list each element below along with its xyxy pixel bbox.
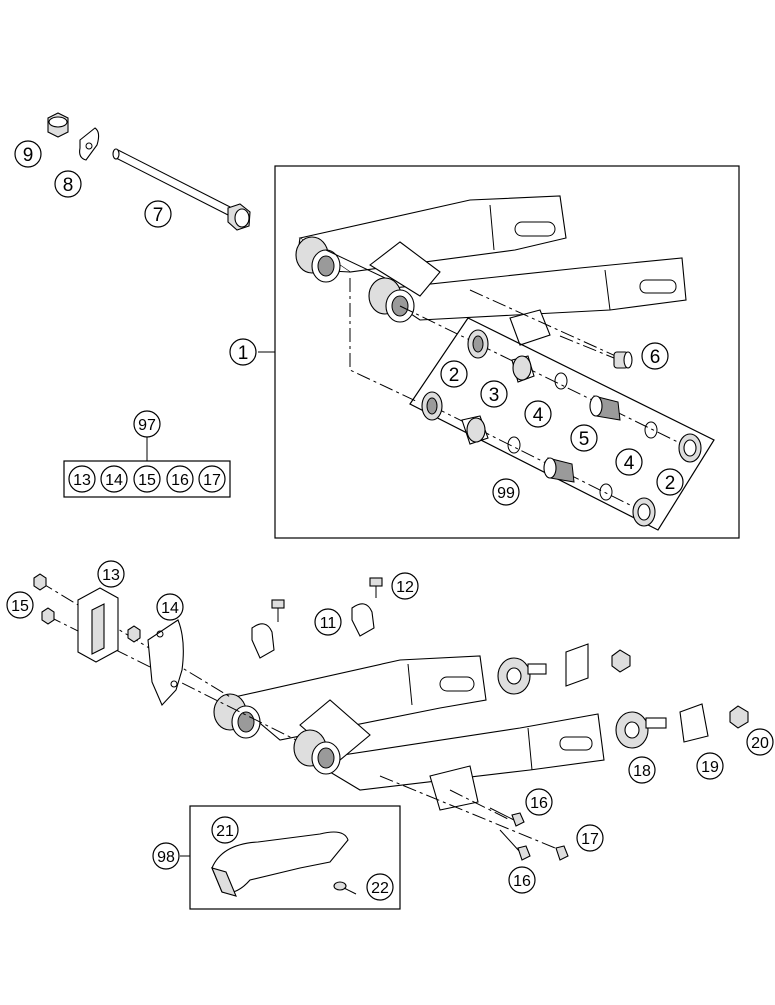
callout-5: 5 <box>570 424 598 452</box>
bolt-part-16-17 <box>489 807 569 861</box>
callout-14: 14 <box>156 593 184 621</box>
svg-text:13: 13 <box>73 472 91 489</box>
callout-2-upper: 2 <box>440 360 468 388</box>
callout-13: 13 <box>97 560 125 588</box>
callout-21: 21 <box>211 816 239 844</box>
kit-97-member-14: 14 <box>100 465 128 493</box>
svg-text:15: 15 <box>138 472 156 489</box>
callout-16-upper: 16 <box>525 788 553 816</box>
svg-text:3: 3 <box>489 385 500 406</box>
callout-20: 20 <box>746 728 774 756</box>
kit-97-member-13: 13 <box>68 465 96 493</box>
svg-text:19: 19 <box>701 759 719 776</box>
kit-98-box <box>189 805 401 910</box>
svg-text:14: 14 <box>161 600 179 617</box>
callout-16-lower: 16 <box>508 866 536 894</box>
svg-text:17: 17 <box>581 831 599 848</box>
callout-17: 17 <box>576 824 604 852</box>
svg-text:17: 17 <box>203 472 221 489</box>
svg-text:16: 16 <box>513 873 531 890</box>
svg-text:22: 22 <box>371 880 389 897</box>
svg-text:14: 14 <box>105 472 123 489</box>
svg-text:98: 98 <box>157 849 175 866</box>
callout-15: 15 <box>6 591 34 619</box>
svg-text:1: 1 <box>238 343 249 364</box>
swingarm-part-1 <box>295 195 687 346</box>
svg-text:21: 21 <box>216 823 234 840</box>
svg-text:97: 97 <box>138 417 156 434</box>
callout-6: 6 <box>641 342 669 370</box>
svg-text:2: 2 <box>665 473 676 494</box>
screw-part-22 <box>333 881 357 895</box>
callout-19: 19 <box>696 752 724 780</box>
svg-text:6: 6 <box>650 347 661 368</box>
callout-7: 7 <box>144 200 172 228</box>
svg-text:5: 5 <box>579 429 590 450</box>
spacer-part-18 <box>497 657 667 749</box>
callout-12: 12 <box>391 572 419 600</box>
callout-3: 3 <box>480 380 508 408</box>
nut-part-9 <box>47 112 69 138</box>
callout-97: 97 <box>133 410 161 438</box>
svg-text:7: 7 <box>153 205 164 226</box>
svg-text:8: 8 <box>63 175 74 196</box>
callout-11: 11 <box>314 608 342 636</box>
svg-text:18: 18 <box>633 763 651 780</box>
callout-18: 18 <box>628 756 656 784</box>
swingarm-lower <box>213 655 605 811</box>
svg-text:2: 2 <box>449 365 460 386</box>
bushing-part-6 <box>559 335 633 369</box>
chain-slider-part-21 <box>211 831 349 897</box>
nut-part-20 <box>611 649 749 729</box>
callout-98: 98 <box>152 842 180 870</box>
axle-part-7 <box>112 148 251 231</box>
svg-text:15: 15 <box>11 598 29 615</box>
svg-text:99: 99 <box>497 485 515 502</box>
callout-22: 22 <box>366 873 394 901</box>
svg-text:16: 16 <box>171 472 189 489</box>
bearing-kit-outline <box>409 317 715 531</box>
svg-text:12: 12 <box>396 579 414 596</box>
callout-4-lower: 4 <box>615 448 643 476</box>
bearing-components <box>421 329 702 527</box>
kit-97-member-15: 15 <box>133 465 161 493</box>
callout-99: 99 <box>492 478 520 506</box>
chain-adjuster-part-19 <box>565 643 709 743</box>
svg-text:16: 16 <box>530 795 548 812</box>
bracket-part-14 <box>147 619 184 706</box>
clip-part-11 <box>251 603 375 659</box>
callout-2-lower: 2 <box>656 468 684 496</box>
svg-text:13: 13 <box>102 567 120 584</box>
kit-97-box <box>63 460 231 498</box>
callout-9: 9 <box>14 140 42 168</box>
kit-97-member-16: 16 <box>166 465 194 493</box>
svg-text:9: 9 <box>23 145 34 166</box>
svg-text:20: 20 <box>751 735 769 752</box>
svg-text:4: 4 <box>624 453 635 474</box>
kit-97-member-17: 17 <box>198 465 226 493</box>
svg-text:11: 11 <box>320 615 337 632</box>
nut-part-15 <box>33 573 141 643</box>
callout-4-upper: 4 <box>524 400 552 428</box>
svg-text:4: 4 <box>533 405 544 426</box>
screw-part-12 <box>271 577 383 622</box>
callout-8: 8 <box>54 170 82 198</box>
plate-part-8 <box>79 127 100 161</box>
chain-guide-block-part-13 <box>77 587 119 663</box>
callout-1: 1 <box>229 338 257 366</box>
